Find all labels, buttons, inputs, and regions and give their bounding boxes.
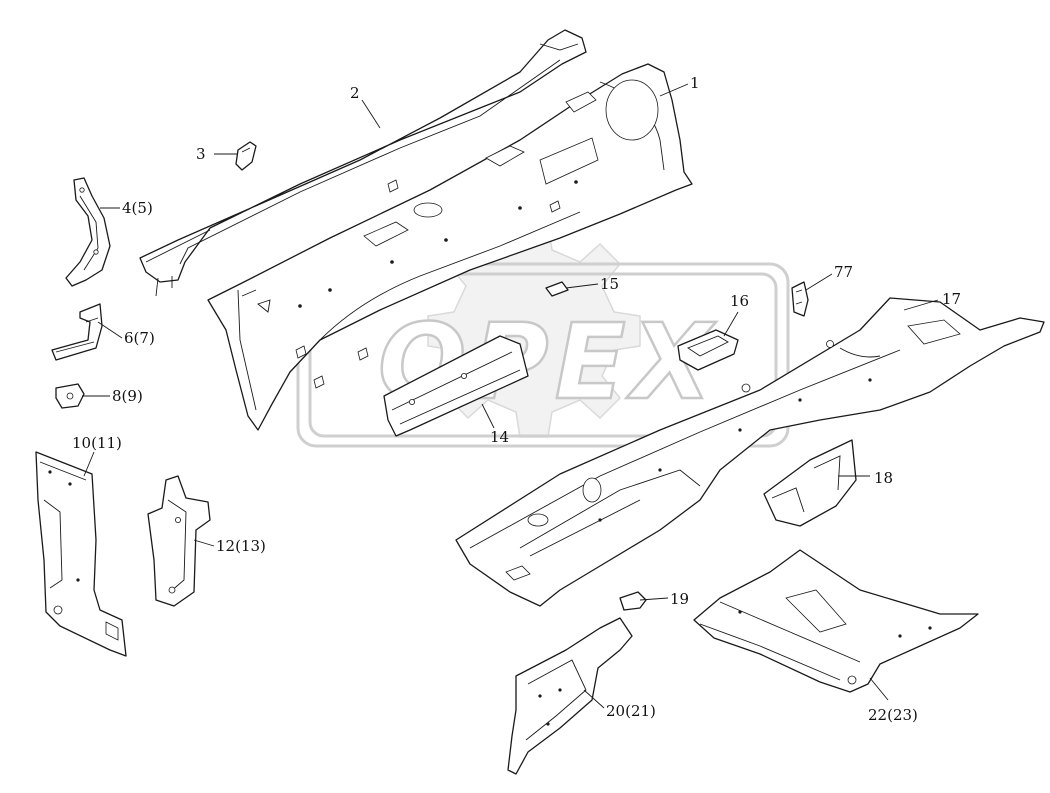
- callout-3: 3: [196, 145, 206, 163]
- callout-4-5: 4(5): [122, 199, 153, 217]
- callout-6-7: 6(7): [124, 329, 155, 347]
- part-3-bracket: [235, 141, 257, 171]
- callout-77: 77: [834, 263, 853, 281]
- callout-20-21: 20(21): [606, 702, 656, 720]
- leader-lines: [82, 83, 939, 709]
- part-6-bracket: [51, 303, 103, 361]
- part-22-rear-floor: [693, 549, 979, 693]
- callout-18: 18: [874, 469, 893, 487]
- part-17-floor-pan: [455, 297, 1045, 607]
- part-2-cross-member: [139, 29, 587, 297]
- callout-14: 14: [490, 428, 509, 446]
- callout-labels: 1 2 3 4(5) 6(7) 8(9) 10(11) 12(13) 14 15…: [72, 74, 961, 724]
- part-12-pillar: [147, 475, 211, 607]
- callout-2: 2: [350, 84, 360, 102]
- part-1-dash-panel: [207, 63, 693, 431]
- callout-8-9: 8(9): [112, 387, 143, 405]
- part-20-wheelhouse: [507, 617, 633, 775]
- part-18-bracket: [763, 439, 857, 527]
- callout-1: 1: [690, 74, 700, 92]
- part-8-clip: [55, 383, 85, 409]
- part-19-plug: [619, 591, 647, 611]
- part-16-plate: [677, 329, 739, 371]
- callout-16: 16: [730, 292, 749, 310]
- part-4-reinforcement: [65, 177, 111, 287]
- callout-17: 17: [942, 290, 961, 308]
- part-10-side-panel: [35, 451, 127, 657]
- callout-15: 15: [600, 275, 619, 293]
- callout-19: 19: [670, 590, 689, 608]
- part-14-reinforcement: [383, 335, 529, 437]
- part-77-bracket: [791, 281, 809, 317]
- callout-22-23: 22(23): [868, 706, 918, 724]
- callout-10-11: 10(11): [72, 434, 122, 452]
- part-15-bolt: [545, 281, 569, 297]
- callout-12-13: 12(13): [216, 537, 266, 555]
- watermark-frame-inner: [308, 272, 778, 438]
